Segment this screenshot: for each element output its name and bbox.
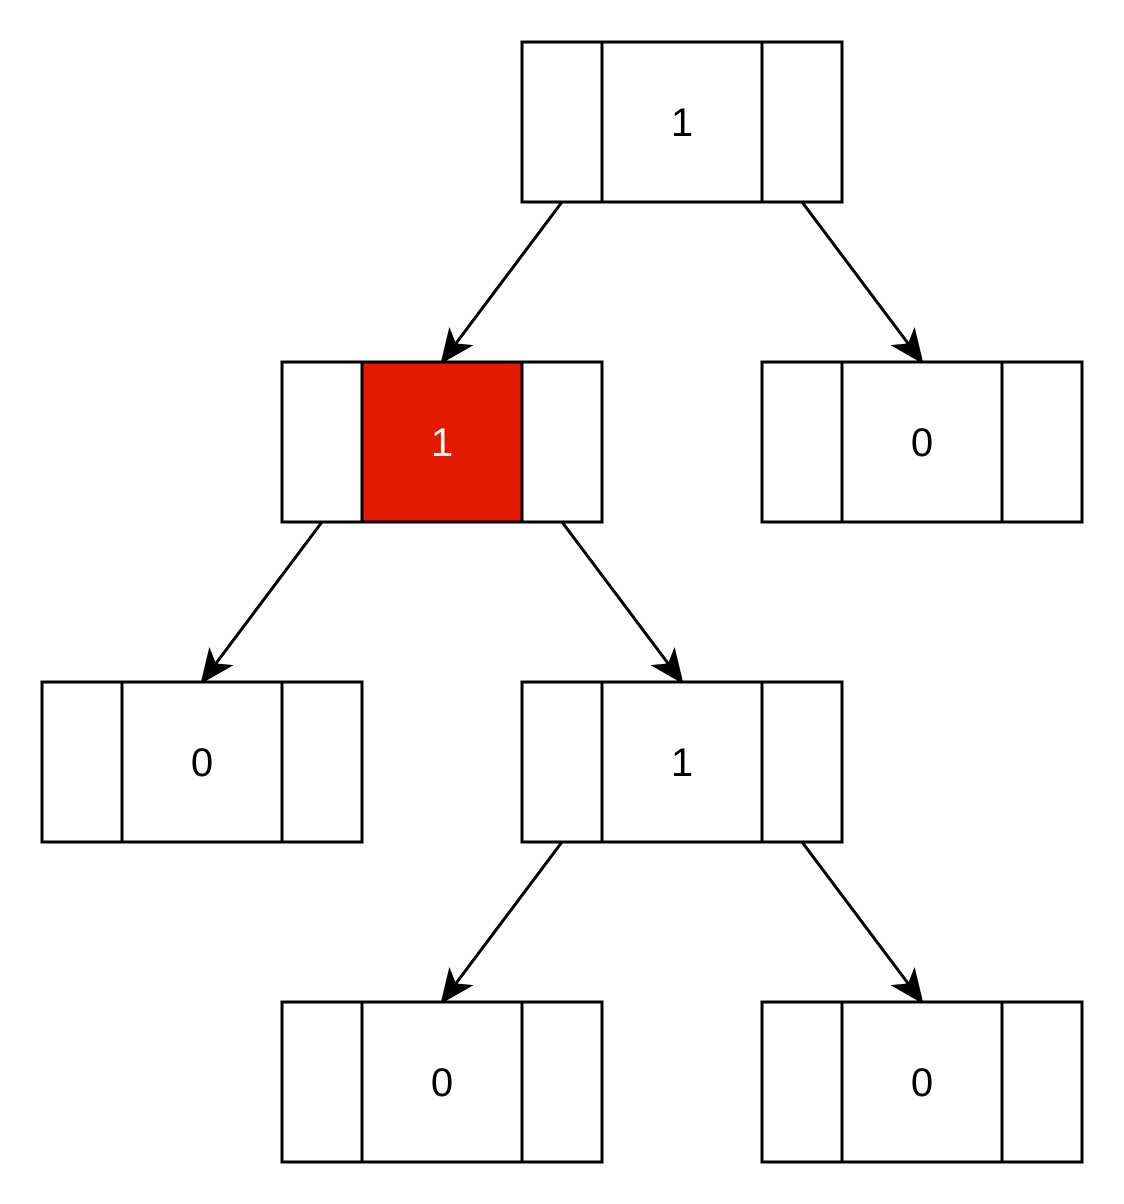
edge-line (454, 201, 564, 346)
value-cell (600, 40, 764, 204)
edge-line (560, 521, 670, 666)
arrow-head-icon (650, 646, 684, 685)
right-pointer-cell (760, 40, 844, 204)
tree-node-left-child: 1 (280, 360, 604, 524)
left-pointer-cell (520, 680, 604, 844)
left-pointer-cell (760, 1000, 844, 1164)
value-cell-highlighted (360, 360, 524, 524)
arrow-head-icon (440, 326, 474, 365)
tree-node-root: 1 (520, 40, 844, 204)
edge-root-to-left-child (440, 201, 564, 365)
edge-left-right-to-left-right-right (800, 841, 924, 1005)
right-pointer-cell (520, 1000, 604, 1164)
value-cell (840, 1000, 1004, 1164)
right-pointer-cell (1000, 1000, 1084, 1164)
tree-node-left-right: 1 (520, 680, 844, 844)
node-value: 1 (671, 741, 693, 785)
edge-left-right-to-left-right-left (440, 841, 564, 1005)
node-value: 1 (671, 101, 693, 145)
nodes-layer: 1 1 0 0 1 0 0 (40, 40, 1084, 1164)
node-value: 0 (911, 421, 933, 465)
left-pointer-cell (280, 360, 364, 524)
tree-node-left-left: 0 (40, 680, 364, 844)
tree-node-left-right-left: 0 (280, 1000, 604, 1164)
right-pointer-cell (520, 360, 604, 524)
edge-line (800, 201, 910, 346)
node-value: 1 (431, 421, 453, 465)
edge-line (800, 841, 910, 986)
left-pointer-cell (760, 360, 844, 524)
right-pointer-cell (760, 680, 844, 844)
tree-node-right-child: 0 (760, 360, 1084, 524)
left-pointer-cell (40, 680, 124, 844)
arrow-head-icon (440, 966, 474, 1005)
edge-line (454, 841, 564, 986)
value-cell (840, 360, 1004, 524)
edges-layer (200, 201, 924, 1005)
value-cell (360, 1000, 524, 1164)
left-pointer-cell (520, 40, 604, 204)
right-pointer-cell (280, 680, 364, 844)
value-cell (600, 680, 764, 844)
arrow-head-icon (890, 326, 924, 365)
arrow-head-icon (890, 966, 924, 1005)
edge-root-to-right-child (800, 201, 924, 365)
node-value: 0 (431, 1061, 453, 1105)
arrow-head-icon (200, 646, 234, 685)
left-pointer-cell (280, 1000, 364, 1164)
right-pointer-cell (1000, 360, 1084, 524)
node-value: 0 (911, 1061, 933, 1105)
edge-left-child-to-left-right (560, 521, 684, 685)
edge-left-child-to-left-left (200, 521, 324, 685)
tree-node-left-right-right: 0 (760, 1000, 1084, 1164)
edge-line (213, 521, 324, 666)
node-value: 0 (191, 741, 213, 785)
